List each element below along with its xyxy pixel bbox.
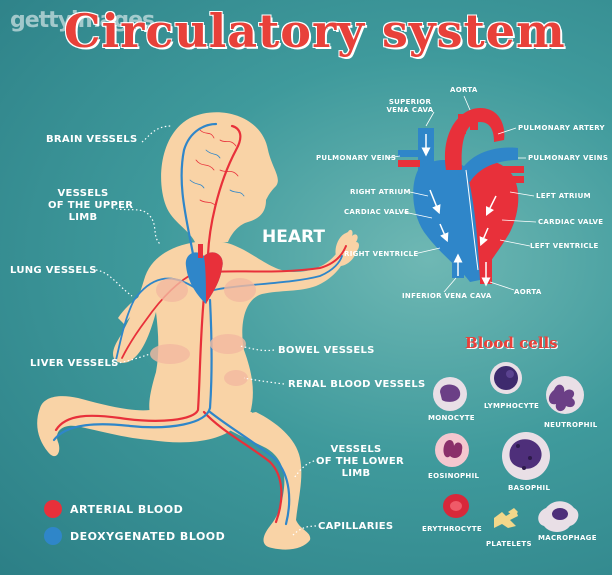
page-title: Circulatory system bbox=[64, 4, 566, 58]
label-cardiac-valve-right: CARDIAC VALVE bbox=[538, 218, 604, 226]
watermark: gettyimages bbox=[10, 8, 155, 33]
label-liver-vessels: LIVER VESSELS bbox=[30, 358, 119, 369]
label-capillaries: CAPILLARIES bbox=[318, 521, 394, 532]
label-lymphocyte: LYMPHOCYTE bbox=[484, 402, 540, 410]
label-brain-vessels: BRAIN VESSELS bbox=[46, 134, 138, 145]
label-pulmonary-veins-left: PULMONARY VEINS bbox=[316, 154, 397, 162]
label-lower-limb-line3: LIMB bbox=[341, 468, 371, 479]
body-silhouette bbox=[37, 112, 359, 550]
label-lung-vessels: LUNG VESSELS bbox=[10, 265, 97, 276]
label-renal-vessels: RENAL BLOOD VESSELS bbox=[288, 379, 426, 390]
deoxygenated-blood-swatch bbox=[44, 527, 62, 545]
heart-leader-lines bbox=[387, 95, 537, 293]
label-platelets: PLATELETS bbox=[486, 540, 532, 548]
label-neutrophil: NEUTROPHIL bbox=[544, 421, 598, 429]
label-lower-limb-vessels: VESSELS OF THE LOWER LIMB bbox=[316, 444, 404, 480]
label-right-atrium: RIGHT ATRIUM bbox=[350, 188, 411, 196]
label-upper-limb-line2: OF THE UPPER bbox=[48, 200, 134, 211]
label-superior-vena-cava: SUPERIOR VENA CAVA bbox=[380, 98, 440, 114]
label-macrophage: MACROPHAGE bbox=[538, 534, 597, 542]
label-upper-limb-line1: VESSELS bbox=[57, 188, 109, 199]
label-bowel-vessels: BOWEL VESSELS bbox=[278, 345, 375, 356]
label-eosinophil: EOSINOPHIL bbox=[428, 472, 480, 480]
label-left-ventricle: LEFT VENTRICLE bbox=[530, 242, 599, 250]
legend-deoxygenated-blood: DEOXYGENATED BLOOD bbox=[70, 530, 226, 543]
label-erythrocyte: ERYTHROCYTE bbox=[422, 525, 482, 533]
body-vessels bbox=[52, 122, 347, 526]
label-pulmonary-veins-right: PULMONARY VEINS bbox=[528, 154, 609, 162]
label-right-ventricle: RIGHT VENTRICLE bbox=[344, 250, 419, 258]
arterial-blood-swatch bbox=[44, 500, 62, 518]
label-aorta-top: AORTA bbox=[450, 86, 478, 94]
blood-cells bbox=[433, 362, 584, 532]
label-pulmonary-artery: PULMONARY ARTERY bbox=[518, 124, 605, 132]
label-svc-line2: VENA CAVA bbox=[386, 106, 434, 114]
label-lower-limb-line1: VESSELS bbox=[330, 444, 382, 455]
label-upper-limb-vessels: VESSELS OF THE UPPER LIMB bbox=[48, 188, 134, 224]
body-leader-lines bbox=[95, 125, 319, 537]
heart-diagram bbox=[398, 108, 524, 287]
label-monocyte: MONOCYTE bbox=[428, 414, 475, 422]
label-cardiac-valve-left: CARDIAC VALVE bbox=[344, 208, 410, 216]
body-heart-icon bbox=[185, 244, 223, 304]
label-heart: HEART bbox=[262, 227, 325, 247]
label-upper-limb-line3: LIMB bbox=[68, 212, 98, 223]
organs bbox=[150, 278, 256, 386]
label-inferior-vena-cava: INFERIOR VENA CAVA bbox=[402, 292, 492, 300]
blood-cells-title: Blood cells bbox=[465, 334, 558, 352]
label-aorta-bottom: AORTA bbox=[514, 288, 542, 296]
legend-arterial-blood: ARTERIAL BLOOD bbox=[70, 503, 184, 516]
label-basophil: BASOPHIL bbox=[508, 484, 551, 492]
label-svc-line1: SUPERIOR bbox=[388, 98, 432, 106]
label-left-atrium: LEFT ATRIUM bbox=[536, 192, 591, 200]
label-lower-limb-line2: OF THE LOWER bbox=[316, 456, 404, 467]
